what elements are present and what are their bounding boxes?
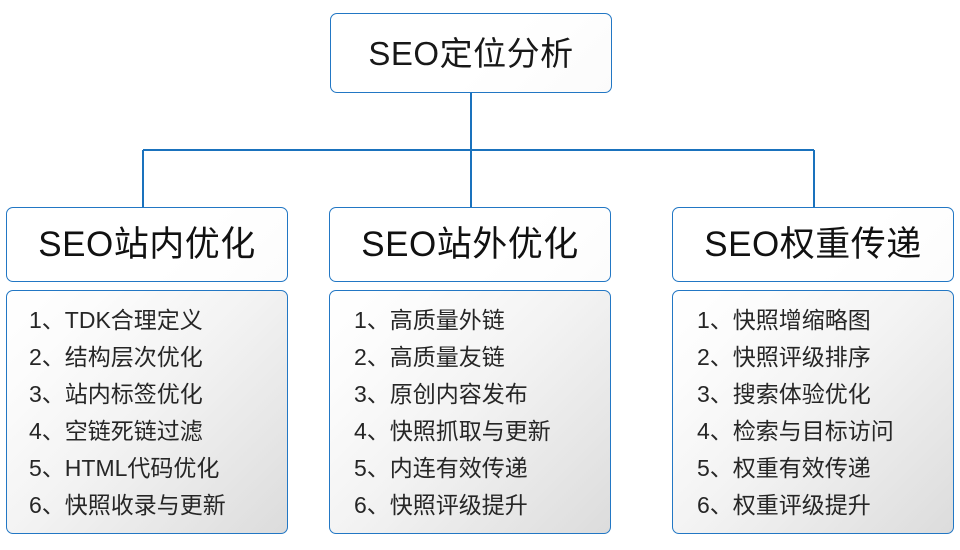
root-node[interactable]: SEO定位分析 <box>330 13 612 93</box>
branch-item-list-3: 1、快照增缩略图 2、快照评级排序 3、搜索体验优化 4、检索与目标访问 5、权… <box>673 302 953 524</box>
branch-column-2: SEO站外优化 1、高质量外链 2、高质量友链 3、原创内容发布 4、快照抓取与… <box>329 207 611 534</box>
list-item: 1、高质量外链 <box>354 307 505 333</box>
list-item: 3、原创内容发布 <box>354 381 528 407</box>
list-item: 5、内连有效传递 <box>354 455 528 481</box>
branch-body-1: 1、TDK合理定义 2、结构层次优化 3、站内标签优化 4、空链死链过滤 5、H… <box>6 290 288 534</box>
branch-column-1: SEO站内优化 1、TDK合理定义 2、结构层次优化 3、站内标签优化 4、空链… <box>6 207 288 534</box>
branch-header-1[interactable]: SEO站内优化 <box>6 207 288 282</box>
branch-header-3[interactable]: SEO权重传递 <box>672 207 954 282</box>
branch-body-2: 1、高质量外链 2、高质量友链 3、原创内容发布 4、快照抓取与更新 5、内连有… <box>329 290 611 534</box>
branch-header-2[interactable]: SEO站外优化 <box>329 207 611 282</box>
list-item: 3、搜索体验优化 <box>697 381 871 407</box>
branch-column-3: SEO权重传递 1、快照增缩略图 2、快照评级排序 3、搜索体验优化 4、检索与… <box>672 207 954 534</box>
list-item: 4、快照抓取与更新 <box>354 418 551 444</box>
branch-header-label-3: SEO权重传递 <box>704 225 922 264</box>
list-item: 3、站内标签优化 <box>29 381 203 407</box>
branch-body-3: 1、快照增缩略图 2、快照评级排序 3、搜索体验优化 4、检索与目标访问 5、权… <box>672 290 954 534</box>
branch-header-label-1: SEO站内优化 <box>38 225 256 264</box>
list-item: 2、快照评级排序 <box>697 344 871 370</box>
list-item: 5、权重有效传递 <box>697 455 871 481</box>
root-node-label: SEO定位分析 <box>368 34 574 72</box>
branch-item-list-2: 1、高质量外链 2、高质量友链 3、原创内容发布 4、快照抓取与更新 5、内连有… <box>330 302 610 524</box>
list-item: 5、HTML代码优化 <box>29 455 220 481</box>
list-item: 1、快照增缩略图 <box>697 307 871 333</box>
list-item: 2、结构层次优化 <box>29 344 203 370</box>
branch-item-list-1: 1、TDK合理定义 2、结构层次优化 3、站内标签优化 4、空链死链过滤 5、H… <box>7 302 287 524</box>
branch-header-label-2: SEO站外优化 <box>361 225 579 264</box>
list-item: 1、TDK合理定义 <box>29 307 203 333</box>
list-item: 4、检索与目标访问 <box>697 418 894 444</box>
list-item: 6、权重评级提升 <box>697 492 871 518</box>
list-item: 4、空链死链过滤 <box>29 418 203 444</box>
list-item: 2、高质量友链 <box>354 344 505 370</box>
list-item: 6、快照收录与更新 <box>29 492 226 518</box>
list-item: 6、快照评级提升 <box>354 492 528 518</box>
